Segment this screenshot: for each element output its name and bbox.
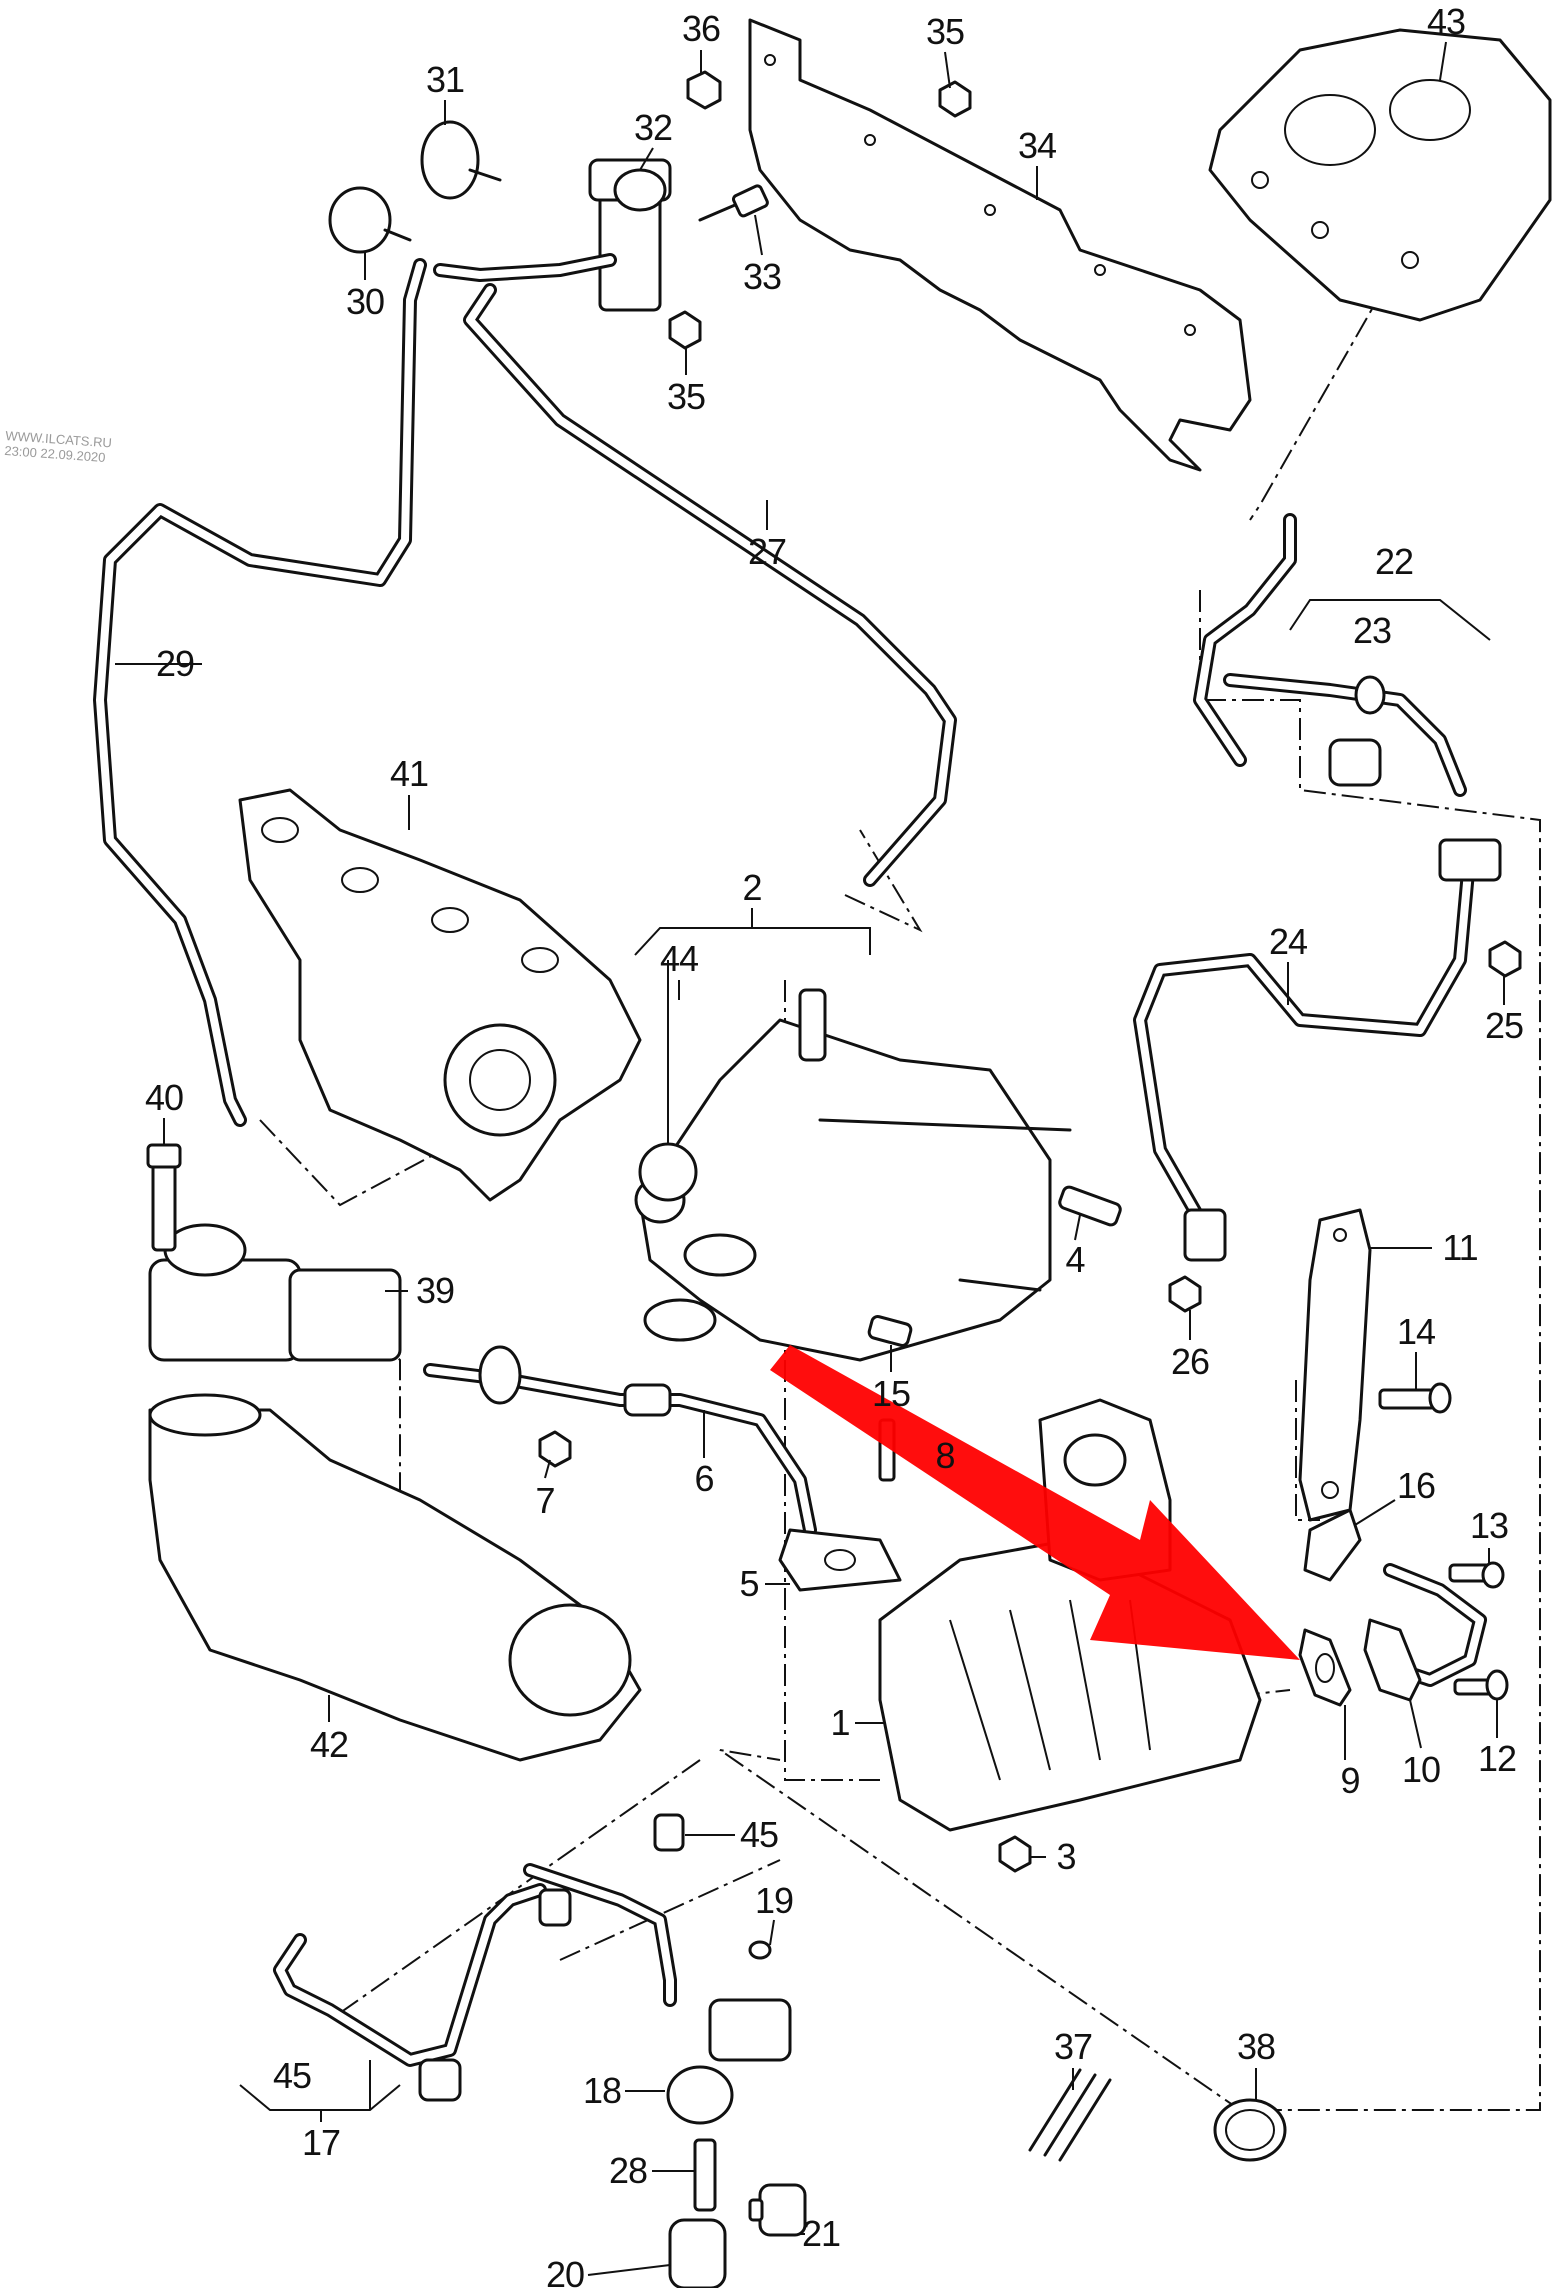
callout-label-c35a: 35 (925, 11, 965, 52)
callout-label-c18: 18 (582, 2070, 622, 2111)
part-17-vacuum-hose-assembly (273, 1863, 677, 2102)
callout-label-c34: 34 (1017, 125, 1057, 166)
part-38-hose-clamp (1213, 2098, 1287, 2162)
bolt-26 (1168, 1275, 1202, 1313)
callout-label-c45b: 45 (272, 2055, 312, 2096)
bolt-40 (146, 1143, 182, 1252)
callout-label-c37: 37 (1053, 2026, 1093, 2067)
bolt-4 (1058, 1185, 1122, 1227)
part-41-exhaust-manifold (238, 788, 642, 1202)
part-34-bracket (748, 18, 1252, 472)
callout-label-c26: 26 (1170, 1341, 1210, 1382)
nut-3 (998, 1835, 1032, 1873)
part-31-vacuum-reservoir (420, 120, 502, 200)
callout-label-c22: 22 (1374, 541, 1414, 582)
callout-label-c33: 33 (742, 256, 782, 297)
callout-label-c40: 40 (144, 1077, 184, 1118)
callout-label-c39: 39 (415, 1270, 455, 1311)
callout-label-c15: 15 (871, 1373, 911, 1414)
part-43-engine-cover (1208, 28, 1552, 322)
part-44-o-ring (638, 960, 698, 1202)
part-32-solenoid-valve (588, 158, 672, 312)
gasket-9 (1298, 1628, 1352, 1707)
callout-label-c11: 11 (1442, 1227, 1478, 1268)
callout-label-c14: 14 (1396, 1311, 1436, 1352)
callout-label-c1: 1 (830, 1702, 850, 1743)
red-highlight-arrow (770, 1345, 1300, 1660)
callout-label-c7: 7 (535, 1480, 555, 1521)
callout-label-c8: 8 (935, 1435, 955, 1476)
callout-label-c43: 43 (1426, 1, 1466, 42)
callout-label-c12: 12 (1477, 1738, 1517, 1779)
callout-label-c29: 29 (155, 643, 195, 684)
bolt-13 (1448, 1561, 1505, 1589)
callout-label-c44: 44 (659, 938, 699, 979)
clip-19 (748, 1940, 772, 1960)
bolt-25 (1488, 940, 1522, 978)
part-22-vacuum-hose-assembly (1193, 513, 1491, 797)
part-30-pressure-sensor (328, 186, 412, 254)
callout-label-c38: 38 (1236, 2026, 1276, 2067)
bolt-7 (538, 1430, 572, 1468)
part-42-intake-manifold (148, 1393, 642, 1762)
bolt-12 (1453, 1669, 1509, 1701)
part-39-throttle-body (148, 1223, 402, 1362)
callout-label-c24: 24 (1268, 921, 1308, 962)
callout-label-c30: 30 (345, 281, 385, 322)
part-18-vacuum-solenoid (666, 1998, 792, 2125)
callout-label-c13: 13 (1469, 1505, 1509, 1546)
callout-label-c25: 25 (1484, 1005, 1524, 1046)
callout-label-c27: 27 (747, 531, 787, 572)
part-6-egr-pipe (423, 1345, 817, 1537)
bolt-15 (867, 1315, 913, 1347)
cap-45 (653, 1813, 685, 1852)
hose-28 (693, 2138, 717, 2212)
callout-label-c16: 16 (1396, 1465, 1436, 1506)
part-20-reservoir (668, 2218, 727, 2288)
part-11-bracket (1298, 1208, 1372, 1522)
callout-label-c3: 3 (1056, 1836, 1076, 1877)
callout-label-c21: 21 (801, 2213, 841, 2254)
callout-label-c32: 32 (633, 107, 673, 148)
part-37-cable-ties (1028, 2068, 1112, 2162)
callout-leaders (115, 41, 1505, 2276)
nuts-35-36 (668, 70, 972, 350)
callout-label-c10: 10 (1401, 1749, 1441, 1790)
callout-label-c17: 17 (301, 2122, 341, 2163)
gasket-5 (778, 1528, 902, 1592)
part-21-sensor (748, 2183, 807, 2237)
hose-29 (93, 258, 427, 1127)
callout-label-c9: 9 (1340, 1760, 1360, 1801)
callout-label-c41: 41 (389, 753, 429, 794)
callout-label-c45a: 45 (739, 1814, 779, 1855)
callout-label-c28: 28 (608, 2150, 648, 2191)
callout-label-c31: 31 (425, 59, 465, 100)
callout-label-c6: 6 (694, 1458, 714, 1499)
callout-label-c5: 5 (739, 1563, 759, 1604)
callout-label-c35b: 35 (666, 376, 706, 417)
callout-label-c42: 42 (309, 1724, 349, 1765)
callout-label-c2: 2 (742, 867, 762, 908)
callout-label-c4: 4 (1065, 1239, 1085, 1280)
callout-label-c19: 19 (754, 1880, 794, 1921)
bolt-14 (1378, 1382, 1452, 1414)
callout-label-c20: 20 (545, 2254, 585, 2288)
part-10-connecting-pipe (1363, 1563, 1487, 1702)
callout-label-c36: 36 (681, 8, 721, 49)
part-2-egr-housing (634, 988, 1072, 1362)
part-33-stud-bolt (698, 184, 769, 222)
hose-27 (433, 253, 957, 887)
callout-label-c23: 23 (1352, 610, 1392, 651)
gasket-16 (1303, 1508, 1362, 1582)
hose-24 (1133, 838, 1502, 1262)
